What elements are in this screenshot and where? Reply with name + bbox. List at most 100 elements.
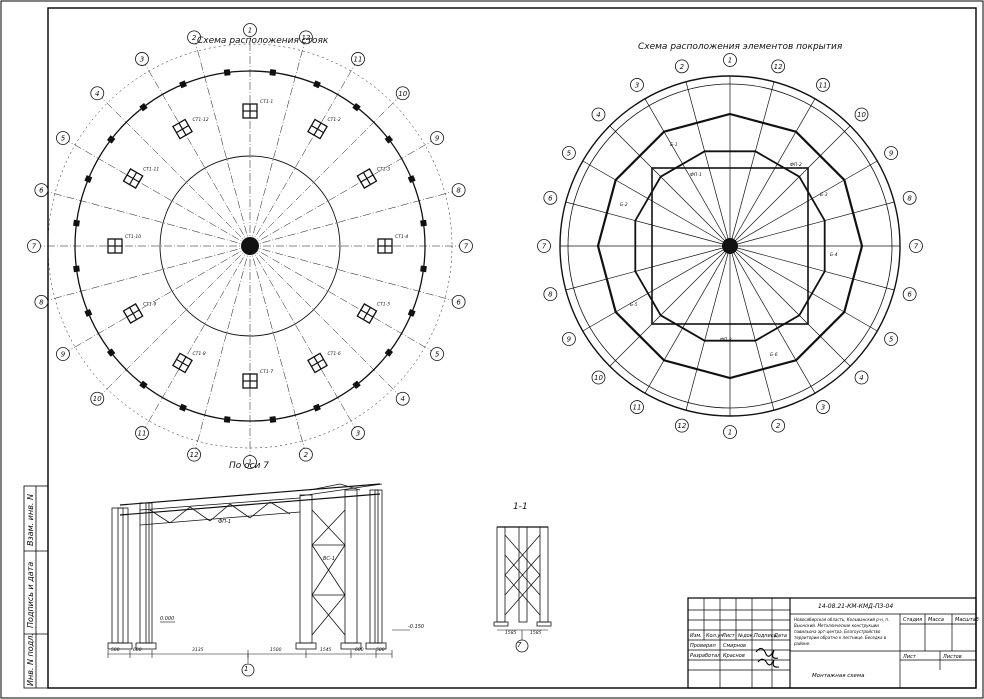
elevation-dimension-value: 600 — [355, 648, 364, 653]
roof-rafter — [729, 160, 878, 247]
elev-axis-number: 1 — [244, 665, 249, 673]
roof-element-label: ФП-2 — [790, 162, 802, 168]
axis-number: 9 — [61, 351, 66, 359]
level-zero: 0.000 — [160, 616, 175, 622]
roof-element-label: Б-1 — [670, 142, 678, 148]
roof-element-label: ФП-1 — [690, 172, 702, 178]
roof-center-hub — [722, 238, 738, 254]
axis-number: 10 — [398, 90, 407, 98]
outer-column-marker — [407, 309, 416, 317]
roof-axis-number: 10 — [594, 374, 603, 382]
truss-label: ФП-1 — [218, 519, 232, 525]
roof-rafter — [729, 245, 851, 367]
roof-elements-plan: 112111098765432112111098765432Б-1Б-2Б-3Б… — [537, 53, 923, 439]
outer-column-marker — [179, 403, 187, 412]
center-hub — [241, 237, 259, 255]
axis-number: 4 — [95, 90, 99, 98]
role-developed: Разработал — [690, 653, 721, 659]
drawing-code: 14-08.21-КМ-КМД-ПЗ-04 — [818, 603, 894, 610]
title-block-head-cell: №док. — [738, 633, 755, 639]
title-block-head-cell: Лист — [722, 633, 735, 639]
outer-column-marker — [352, 380, 361, 390]
sheet-head: Лист — [903, 654, 916, 660]
outer-column-marker — [223, 69, 231, 76]
axis-number: 7 — [32, 243, 37, 251]
roof-rafter — [685, 81, 731, 247]
outer-column-marker — [407, 175, 416, 183]
axis-bubble — [430, 347, 444, 361]
axis-bubble — [243, 23, 257, 37]
axis-number: 6 — [456, 298, 461, 306]
title-block-head-cell: Кол.уч — [706, 633, 724, 639]
roof-axis-number: 7 — [914, 243, 919, 251]
radial-axis-line — [249, 190, 455, 247]
outer-column-marker — [384, 348, 394, 357]
roof-axis-bubble — [674, 418, 689, 433]
outer-column-marker — [313, 80, 321, 89]
roof-axis-bubble — [884, 146, 898, 160]
roof-axis-number: 8 — [548, 291, 553, 299]
roof-axis-bubble — [537, 239, 551, 253]
outer-column-marker — [106, 135, 116, 144]
radial-axis-line — [99, 95, 251, 247]
brace-label: ВС-1 — [323, 556, 335, 562]
outer-column-marker — [139, 102, 148, 112]
axis-bubble — [451, 183, 466, 197]
column-label: СТ1-2 — [328, 117, 341, 123]
axis-bubble — [243, 455, 257, 469]
roof-rafter — [609, 125, 731, 247]
roof-axis-bubble — [562, 146, 576, 160]
outer-column-marker — [269, 416, 277, 423]
roof-rafter — [729, 245, 775, 411]
outer-column-marker — [73, 265, 80, 273]
elevation-dimension-value: 500 — [111, 648, 120, 653]
roof-rafter — [729, 98, 816, 247]
axis-bubble — [90, 391, 105, 406]
roof-axis-bubble — [630, 400, 644, 414]
section-axis-number: 7 — [517, 641, 522, 649]
outer-column-marker — [420, 265, 427, 273]
axis7-title: По оси 7 — [229, 461, 270, 471]
elevation-dimension-value: 3135 — [192, 648, 204, 653]
axis-number: 8 — [39, 298, 44, 306]
section-title: 1-1 — [513, 502, 528, 512]
roof-axis-number: 6 — [548, 194, 553, 202]
roof-rafter — [565, 201, 731, 247]
outer-column-marker — [139, 380, 148, 390]
column-label: СТ1-9 — [143, 302, 156, 308]
outer-column-marker — [84, 309, 93, 317]
mid-column-left — [299, 494, 313, 644]
roof-axis-number: 4 — [596, 111, 600, 119]
axis-bubble — [135, 426, 149, 440]
column-label: СТ1-3 — [377, 167, 390, 173]
axis-bubble — [351, 52, 365, 66]
radial-axis-line — [249, 245, 434, 353]
roof-axis-bubble — [543, 287, 558, 302]
stamp-inv-replaced: Взам. инв. N — [26, 494, 35, 546]
roof-plan-title: Схема расположения элементов покрытия — [638, 42, 843, 52]
roof-axis-bubble — [630, 78, 644, 92]
roof-rafter — [582, 160, 731, 247]
axis-number: 11 — [138, 430, 147, 438]
roof-element-label: Б-2 — [620, 202, 628, 208]
outer-column-marker — [384, 135, 394, 144]
roof-axis-bubble — [674, 59, 689, 74]
roof-rafter — [565, 245, 731, 291]
roof-axis-number: 12 — [677, 422, 686, 430]
axis-number: 12 — [190, 451, 199, 459]
roof-rafter — [729, 245, 895, 291]
roof-element-label: Б-6 — [770, 352, 778, 358]
roof-axis-number: 6 — [907, 291, 912, 299]
roof-rafter — [644, 245, 731, 394]
roof-axis-number: 3 — [635, 81, 639, 89]
column-label: СТ1-6 — [328, 351, 341, 357]
roof-element-label: Б-3 — [820, 192, 828, 198]
outer-column-marker — [106, 348, 116, 357]
radial-axis-line — [249, 245, 306, 451]
axis-bubble — [90, 86, 105, 101]
roof-axis-bubble — [771, 59, 786, 74]
radial-axis-line — [249, 245, 455, 302]
name-checked: Смирнов — [723, 643, 746, 649]
roof-element-label: Б-4 — [830, 252, 838, 258]
